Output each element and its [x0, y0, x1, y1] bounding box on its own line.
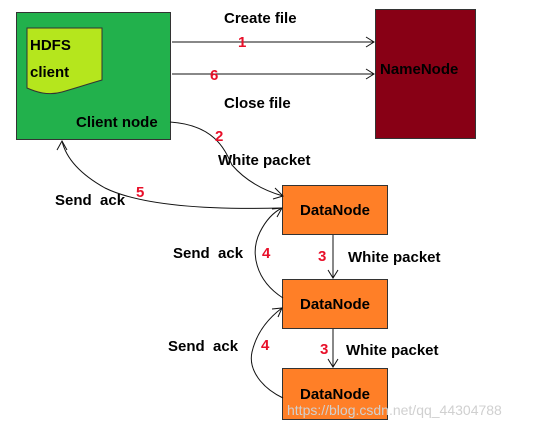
- send-ack-2-label: Send ack: [173, 245, 244, 262]
- white-packet-3-label: White packet: [346, 342, 439, 359]
- datanode-3-label: DataNode: [299, 385, 370, 403]
- namenode-label: NameNode: [380, 61, 459, 78]
- send-ack-3-label: Send ack: [168, 338, 239, 355]
- step-number-3a: 3: [318, 248, 327, 265]
- close-file-label: Close file: [224, 95, 291, 112]
- datanode-3-box: DataNode: [282, 368, 388, 420]
- white-packet-2-label: White packet: [348, 249, 441, 266]
- hdfs-doc-line1: HDFS: [30, 37, 71, 54]
- white-packet-1-label: White packet: [218, 152, 311, 169]
- create-file-label: Create file: [224, 10, 297, 27]
- step-number-1: 1: [238, 34, 247, 51]
- datanode-1-label: DataNode: [299, 201, 370, 219]
- step-number-4a: 4: [262, 245, 271, 262]
- datanode-2-label: DataNode: [299, 295, 370, 313]
- step-number-5: 5: [136, 184, 145, 201]
- step-number-2: 2: [215, 128, 224, 145]
- client-node-label: Client node: [76, 114, 158, 131]
- send-ack-1-label: Send ack: [55, 192, 126, 209]
- hdfs-doc-line2: client: [30, 64, 70, 81]
- step-number-3b: 3: [320, 341, 329, 358]
- watermark: https://blog.csdn.net/qq_44304788: [287, 402, 502, 418]
- step-number-4b: 4: [261, 337, 270, 354]
- namenode-box: [375, 9, 476, 139]
- step-number-6: 6: [210, 67, 219, 84]
- datanode-1-box: DataNode: [282, 185, 388, 235]
- datanode-2-box: DataNode: [282, 279, 388, 329]
